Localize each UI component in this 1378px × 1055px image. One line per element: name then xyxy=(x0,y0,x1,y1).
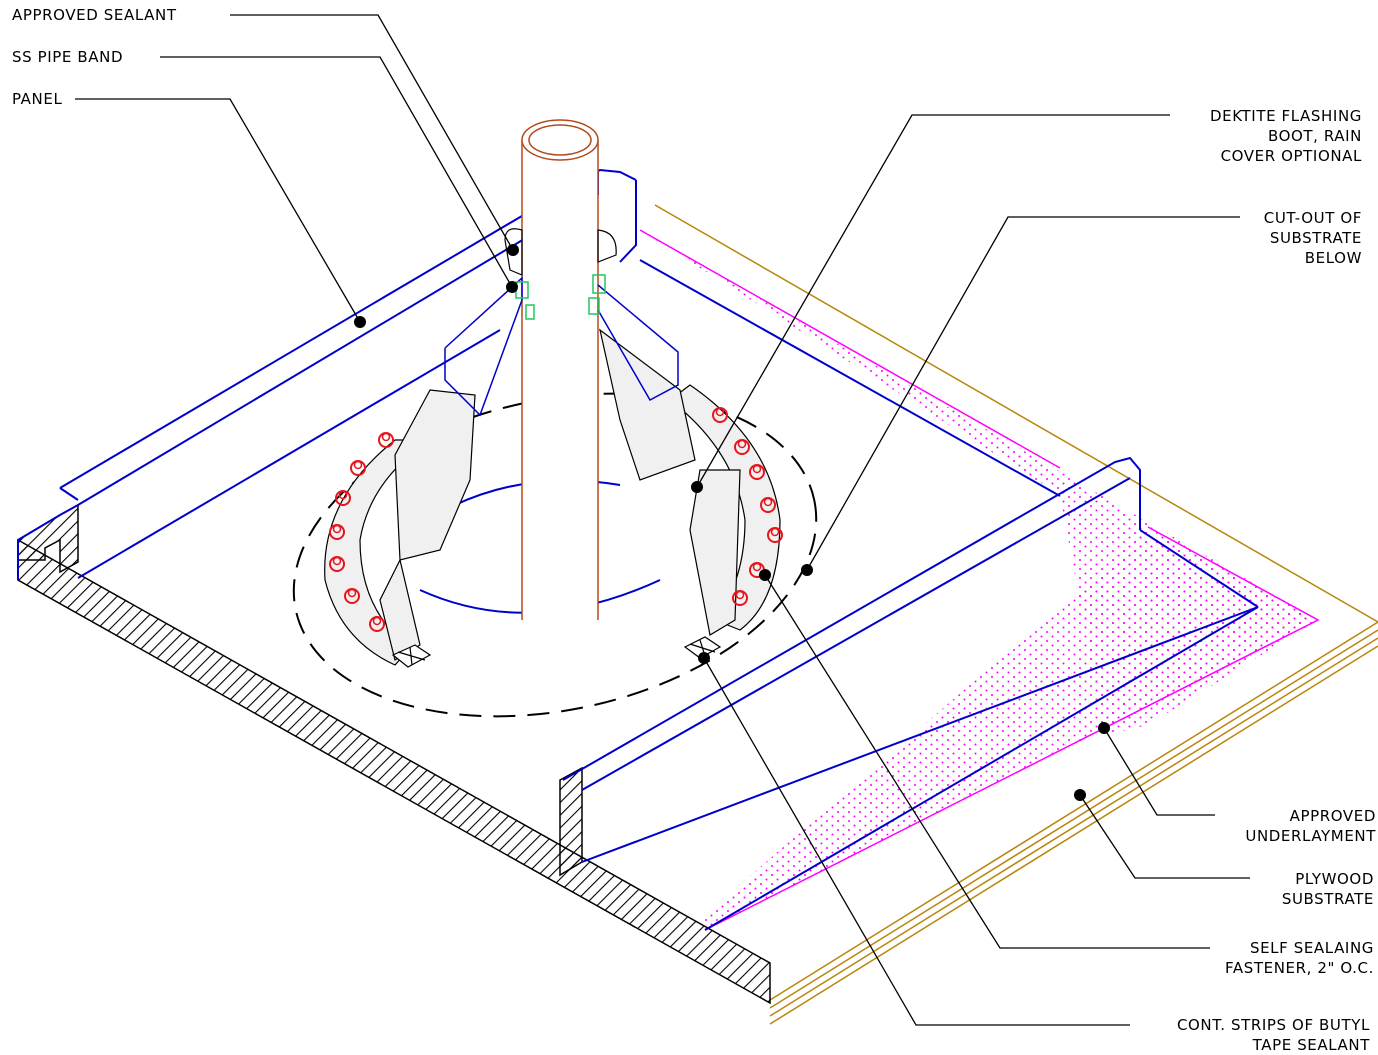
label-cutout-line-2: SUBSTRATE xyxy=(1269,229,1362,247)
label-plywood-line-2: SUBSTRATE xyxy=(1281,890,1374,908)
butyl-tape xyxy=(391,636,722,668)
label-dektite-line-1: DEKTITE FLASHING xyxy=(1210,107,1362,125)
label-fastener: SELF SEALAING FASTENER, 2" O.C. xyxy=(1225,938,1374,978)
fastener-cap xyxy=(332,524,342,534)
fastener-cap xyxy=(347,588,357,598)
fastener-cap xyxy=(752,464,762,474)
fastener-cap xyxy=(353,460,363,470)
label-panel: PANEL xyxy=(12,90,63,108)
fastener-cap xyxy=(752,562,762,572)
panel-section-hatch xyxy=(17,503,771,1005)
label-cutout-line-1: CUT-OUT OF xyxy=(1263,209,1362,227)
fastener-cap xyxy=(372,616,382,626)
fastener-cap xyxy=(763,497,773,507)
label-ss-pipe-band: SS PIPE BAND xyxy=(12,48,124,66)
fastener-cap xyxy=(381,432,391,442)
leader-dots xyxy=(354,244,1110,801)
approved-underlayment xyxy=(639,229,1320,931)
fastener-cap xyxy=(735,590,745,600)
label-dektite-boot: DEKTITE FLASHING BOOT, RAIN COVER OPTION… xyxy=(1210,106,1362,166)
label-fastener-line-2: FASTENER, 2" O.C. xyxy=(1225,959,1374,977)
label-underlayment: APPROVED UNDERLAYMENT xyxy=(1245,806,1376,846)
fastener-cap xyxy=(770,527,780,537)
label-fastener-line-1: SELF SEALAING xyxy=(1249,939,1374,957)
label-cutout-line-3: BELOW xyxy=(1304,249,1362,267)
label-plywood: PLYWOOD SUBSTRATE xyxy=(1282,869,1374,909)
fastener-cap xyxy=(737,439,747,449)
label-underlayment-line-1: APPROVED xyxy=(1289,807,1376,825)
leader-lines xyxy=(75,14,1250,1026)
fastener-cap xyxy=(338,490,348,500)
fastener-cap xyxy=(332,556,342,566)
dektite-boot xyxy=(324,328,781,666)
label-dektite-line-3: COVER OPTIONAL xyxy=(1220,147,1362,165)
pipe xyxy=(521,119,599,620)
label-cutout: CUT-OUT OF SUBSTRATE BELOW xyxy=(1264,208,1362,268)
label-approved-sealant: APPROVED SEALANT xyxy=(12,6,177,24)
fasteners-group xyxy=(329,407,783,632)
label-underlayment-line-2: UNDERLAYMENT xyxy=(1245,827,1376,845)
fastener-cap xyxy=(715,407,725,417)
label-dektite-line-2: BOOT, RAIN xyxy=(1267,127,1362,145)
label-butyl: CONT. STRIPS OF BUTYL TAPE SEALANT xyxy=(1177,1015,1370,1055)
label-plywood-line-1: PLYWOOD xyxy=(1295,870,1374,888)
label-butyl-line-1: CONT. STRIPS OF BUTYL xyxy=(1176,1016,1370,1034)
plywood-substrate xyxy=(654,204,1378,1025)
label-butyl-line-2: TAPE SEALANT xyxy=(1252,1036,1370,1054)
